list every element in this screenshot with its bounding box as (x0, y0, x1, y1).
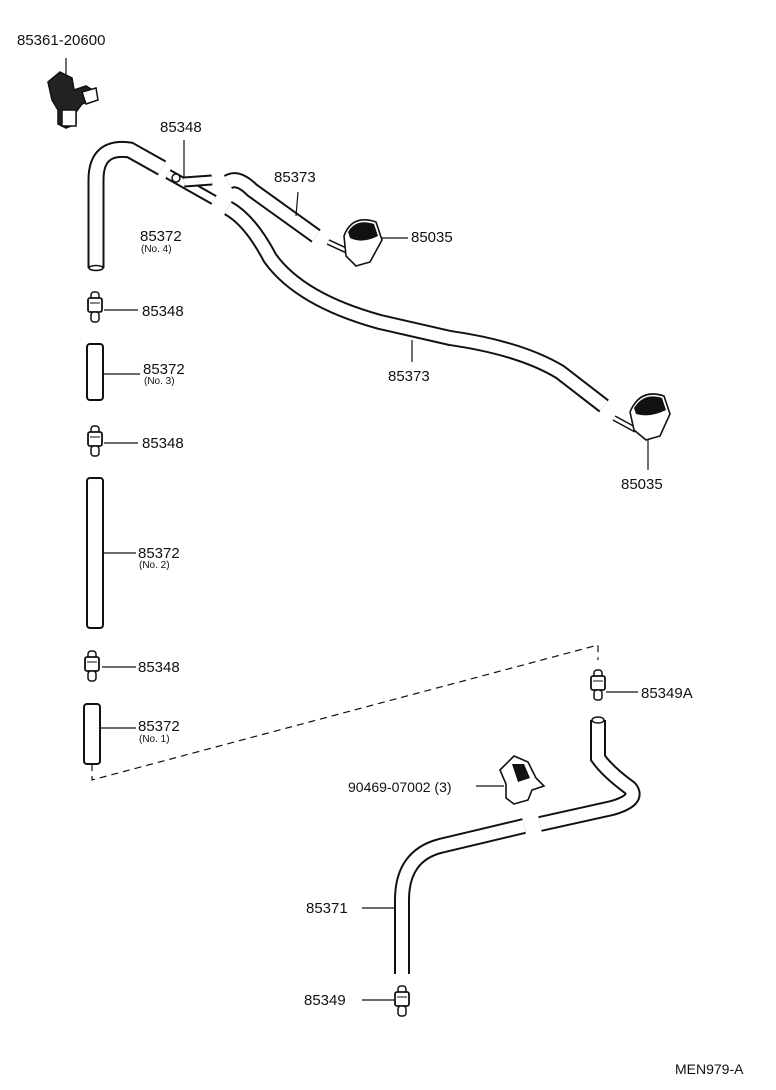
label-joint-1: 85348 (142, 303, 184, 320)
diagram-code: MEN979-A (675, 1061, 744, 1077)
label-hose-no1: 85372 (138, 718, 180, 735)
joint-85348-part-3 (84, 650, 100, 682)
label-hose-no2: 85372 (138, 545, 180, 562)
joint-85349a-part (590, 669, 606, 701)
label-hose-85373-upper: 85373 (274, 169, 316, 186)
label-joint-top: 85348 (160, 119, 202, 136)
nozzle-lower-part (612, 393, 671, 470)
label-joint-2: 85348 (142, 435, 184, 452)
label-hose-85371: 85371 (306, 900, 348, 917)
label-hose-no4-sub: (No. 4) (141, 244, 172, 255)
joint-85348-part-2 (87, 425, 103, 457)
hose-85371 (362, 716, 641, 974)
label-hose-no3: 85372 (143, 361, 185, 378)
label-clamp: 90469-07002 (3) (348, 779, 452, 795)
hose-85372-no4 (87, 140, 167, 272)
hose-85373-upper (223, 172, 321, 243)
label-joint-85349: 85349 (304, 992, 346, 1009)
joint-85348-part-1 (87, 291, 103, 323)
three-way-joint-part (165, 140, 217, 205)
label-hose-no2-sub: (No. 2) (139, 560, 170, 571)
label-hose-no1-sub: (No. 1) (139, 734, 170, 745)
joint-85349-part (394, 985, 410, 1017)
label-hose-85373-lower: 85373 (388, 368, 430, 385)
label-joint-3: 85348 (138, 659, 180, 676)
label-nozzle-upper: 85035 (411, 229, 453, 246)
nozzle-upper-part (326, 219, 408, 267)
label-joint-85349a: 85349A (641, 685, 693, 702)
clamp-part (476, 755, 546, 805)
hose-85373-lower (223, 200, 609, 413)
label-nozzle-lower: 85035 (621, 476, 663, 493)
label-hose-no3-sub: (No. 3) (144, 376, 175, 387)
hose-85372-no3 (86, 343, 140, 401)
hose-85372-no2 (86, 477, 136, 629)
dashed-connection-line (91, 644, 599, 781)
label-nozzle-holder: 85361-20600 (17, 32, 106, 49)
hose-85372-no1 (83, 703, 136, 765)
label-hose-no4: 85372 (140, 228, 182, 245)
nozzle-holder-part (47, 58, 99, 129)
